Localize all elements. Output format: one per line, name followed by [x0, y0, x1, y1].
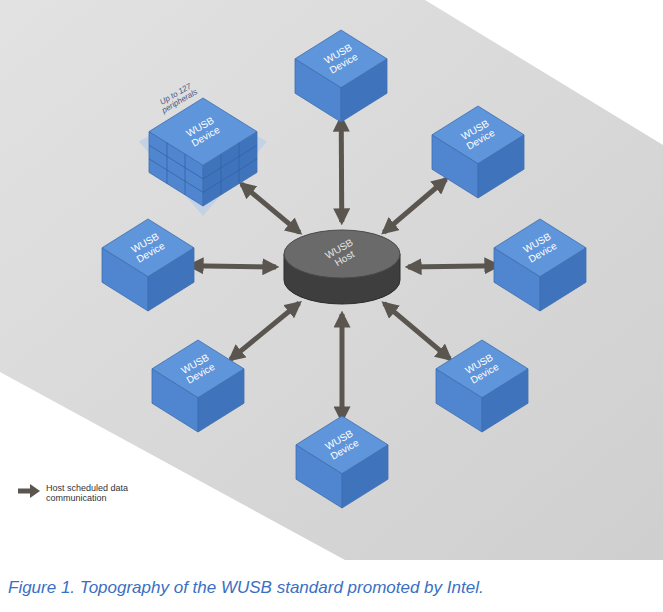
double-arrow	[384, 179, 446, 232]
double-arrow	[339, 118, 345, 222]
cube-shape	[430, 104, 526, 200]
device-cube: WUSB Device	[492, 217, 588, 313]
legend-text: Host scheduled data communication	[46, 484, 156, 504]
cube-shape	[100, 217, 196, 313]
cube-shape	[150, 338, 246, 434]
double-arrow	[384, 303, 450, 358]
cyl-shape	[282, 228, 402, 308]
device-cube: WUSB Device	[430, 104, 526, 200]
double-arrow	[190, 266, 276, 267]
figure-caption: Figure 1. Topography of the WUSB standar…	[8, 578, 484, 598]
device-cube: WUSB Device	[293, 28, 389, 124]
device-cube: WUSB Device	[100, 217, 196, 313]
cube-shape	[492, 217, 588, 313]
cube-shape	[294, 414, 390, 510]
double-arrow	[230, 303, 299, 359]
legend-arrow-symbol	[18, 484, 40, 498]
cube-shape	[434, 338, 530, 434]
host-cylinder: WUSB Host	[282, 228, 402, 308]
device-cube: WUSB Device	[150, 338, 246, 434]
double-arrow	[241, 184, 299, 233]
double-arrow	[340, 314, 345, 420]
grey-band	[0, 0, 663, 560]
cube-shape	[293, 28, 389, 124]
double-arrow	[408, 266, 498, 267]
device-cube: WUSB Device	[294, 414, 390, 510]
device-cube: WUSB Device	[434, 338, 530, 434]
